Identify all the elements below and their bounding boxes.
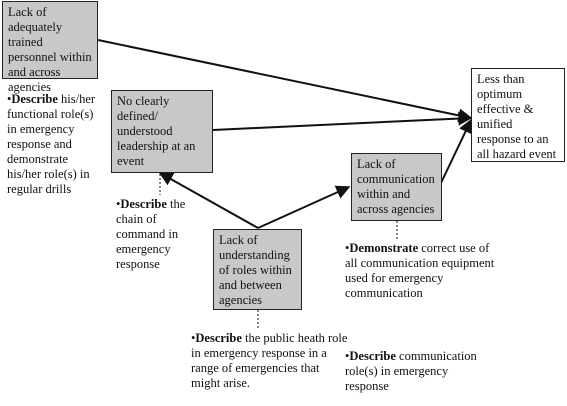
arrow-roles-to-communication [257,185,351,229]
note-communication-roles: •Describe communication role(s) in emerg… [345,349,495,394]
note-functional-role: •Describe his/her functional role(s) in … [7,92,99,197]
note-chain-of-command-text: the chain of command in emergency respon… [116,197,186,271]
box-lack-trained-personnel: Lack of adequately trained personnel wit… [2,1,98,94]
note-public-health-role: •Describe the public heath role in emerg… [191,331,351,391]
box-lack-understanding-roles-text: Lack of understanding of roles within an… [219,233,292,307]
box-lack-communication: Lack of communication within and across … [351,153,442,221]
box-lack-understanding-roles: Lack of understanding of roles within an… [213,229,302,310]
box-less-than-optimum: Less than optimum effective & unified re… [471,68,565,162]
note-communication-equipment-verb: Demonstrate [349,241,419,255]
note-functional-role-bullet: • [7,92,12,106]
arrow-leadership-to-outcome [212,111,473,131]
note-functional-role-text: his/her functional role(s) in emergency … [7,92,96,196]
note-functional-role-verb: Describe [11,92,58,106]
note-chain-of-command: •Describe the chain of command in emerge… [116,197,206,272]
box-lack-communication-text: Lack of communication within and across … [357,157,435,216]
note-communication-roles-bullet: • [345,349,350,363]
note-communication-roles-text: communication role(s) in emergency respo… [345,349,477,393]
arrow-personnel-to-outcome [97,39,473,123]
box-no-leadership-text: No clearly defined/ understood leadershi… [117,94,196,168]
note-communication-equipment-bullet: • [345,241,350,255]
note-chain-of-command-bullet: • [116,197,121,211]
note-public-health-role-text: the public heath role in emergency respo… [191,331,348,390]
note-communication-equipment: •Demonstrate correct use of all communic… [345,241,495,301]
note-communication-equipment-text: correct use of all communication equipme… [345,241,495,300]
box-less-than-optimum-text: Less than optimum effective & unified re… [477,72,557,161]
arrow-roles-to-leadership [158,172,259,229]
note-public-health-role-verb: Describe [195,331,242,345]
arrow-communication-to-outcome [440,118,472,184]
box-lack-trained-personnel-text: Lack of adequately trained personnel wit… [8,5,92,94]
note-communication-roles-verb: Describe [349,349,396,363]
note-chain-of-command-verb: Describe [120,197,167,211]
box-no-leadership: No clearly defined/ understood leadershi… [111,90,213,173]
note-public-health-role-bullet: • [191,331,196,345]
